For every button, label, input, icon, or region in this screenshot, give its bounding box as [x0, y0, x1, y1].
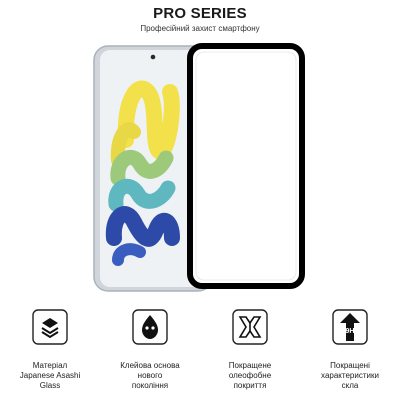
phone-camera [150, 54, 156, 60]
feature-oleophobic: Покращене олеофобне покриття [200, 305, 300, 400]
wallpaper-art [105, 80, 180, 266]
layers-icon [32, 309, 68, 345]
hardness-icon-text: 9H [346, 328, 355, 335]
oleophobic-drop-icon [132, 309, 168, 345]
feature-material: Матеріал Japanese Asashi Glass [0, 305, 100, 400]
product-svg [93, 43, 305, 292]
feature-hardness: 9H Покращені характеристики скла [300, 305, 400, 400]
feature-oleophobic-label: Покращене олеофобне покриття [228, 361, 272, 390]
product-illustration [93, 43, 305, 292]
hardness-arrow-icon: 9H [332, 309, 368, 345]
glass-shield-icon [232, 309, 268, 345]
feature-adhesive-label: Клейова основа нового покоління [120, 361, 180, 390]
page-title: PRO SERIES [153, 5, 247, 22]
screen-protector [187, 43, 305, 289]
feature-adhesive: Клейова основа нового покоління [100, 305, 200, 400]
feature-hardness-label: Покращені характеристики скла [321, 361, 379, 390]
feature-row: Матеріал Japanese Asashi Glass Клейова о… [0, 305, 400, 400]
page-subtitle: Професійний захист смартфону [140, 24, 260, 33]
feature-material-label: Матеріал Japanese Asashi Glass [19, 361, 81, 390]
